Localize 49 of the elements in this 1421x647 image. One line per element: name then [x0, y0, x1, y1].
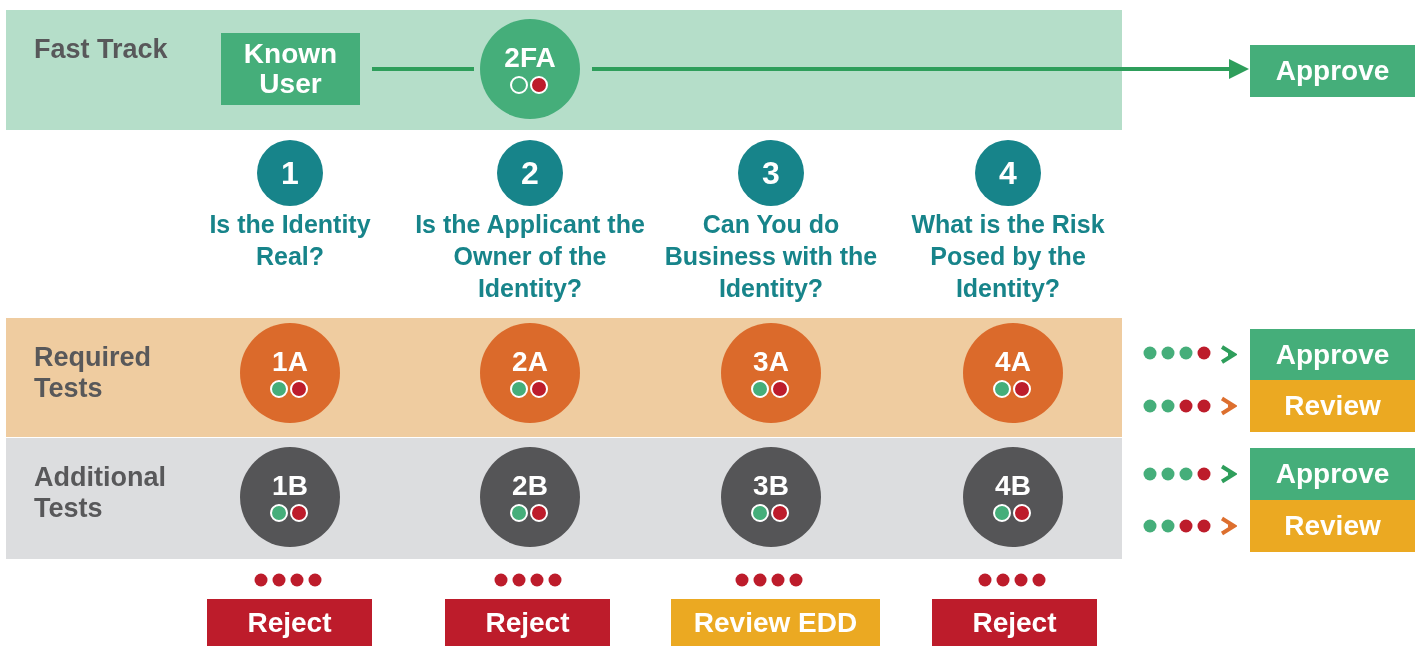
chevron-arrow [1220, 464, 1236, 484]
test-code: 2A [512, 347, 548, 377]
question-text: Can You do Business with the Identity? [663, 209, 879, 304]
box-label: Reject [247, 607, 332, 638]
test-code: 3B [753, 471, 789, 501]
status-box [445, 599, 610, 646]
lane-label: Additional Tests [34, 462, 167, 524]
step-number: 3 [762, 158, 780, 188]
chevron-arrow [1220, 345, 1236, 364]
step-number: 1 [281, 158, 299, 188]
question-text: Is the Identity Real? [208, 209, 372, 272]
test-code: 1A [272, 347, 308, 377]
chevron-arrow [1220, 396, 1236, 416]
status-box [207, 599, 372, 646]
box-label: Reject [485, 607, 570, 638]
test-code: 3A [753, 347, 789, 377]
swimlane-band [6, 438, 1122, 559]
status-box [221, 33, 360, 105]
box-label: Review [1284, 391, 1381, 421]
test-code: 2B [512, 471, 548, 501]
test-code: 1B [272, 471, 308, 501]
test-code: 4B [995, 471, 1031, 501]
connector-line [372, 67, 474, 71]
box-label: Approve [1275, 339, 1390, 370]
box-label: Known User [242, 39, 339, 99]
test-code: 4A [995, 347, 1031, 377]
box-label: Approve [1275, 459, 1390, 489]
swimlane-band [6, 10, 1122, 130]
status-box [1250, 380, 1415, 432]
step-number: 2 [521, 158, 539, 188]
box-label: Review EDD [693, 607, 858, 638]
status-box [1250, 448, 1415, 500]
chevron-arrow [1220, 516, 1236, 536]
box-label: Review [1284, 511, 1381, 541]
question-text: Is the Applicant the Owner of the Identity? [415, 209, 645, 304]
lane-label: Required Tests [34, 342, 153, 404]
status-box [932, 599, 1097, 646]
arrow [592, 59, 1249, 79]
question-text: What is the Risk Posed by the Identity? [910, 209, 1106, 304]
status-box [1250, 329, 1415, 380]
status-box [671, 599, 880, 646]
step-number: 4 [999, 158, 1017, 188]
status-box [1250, 45, 1415, 97]
box-label: Reject [972, 607, 1057, 638]
box-label: Approve [1275, 56, 1390, 86]
test-code: 2FA [504, 43, 556, 73]
swimlane-band [6, 318, 1122, 437]
lane-label: Fast Track [34, 34, 169, 65]
status-box [1250, 500, 1415, 552]
